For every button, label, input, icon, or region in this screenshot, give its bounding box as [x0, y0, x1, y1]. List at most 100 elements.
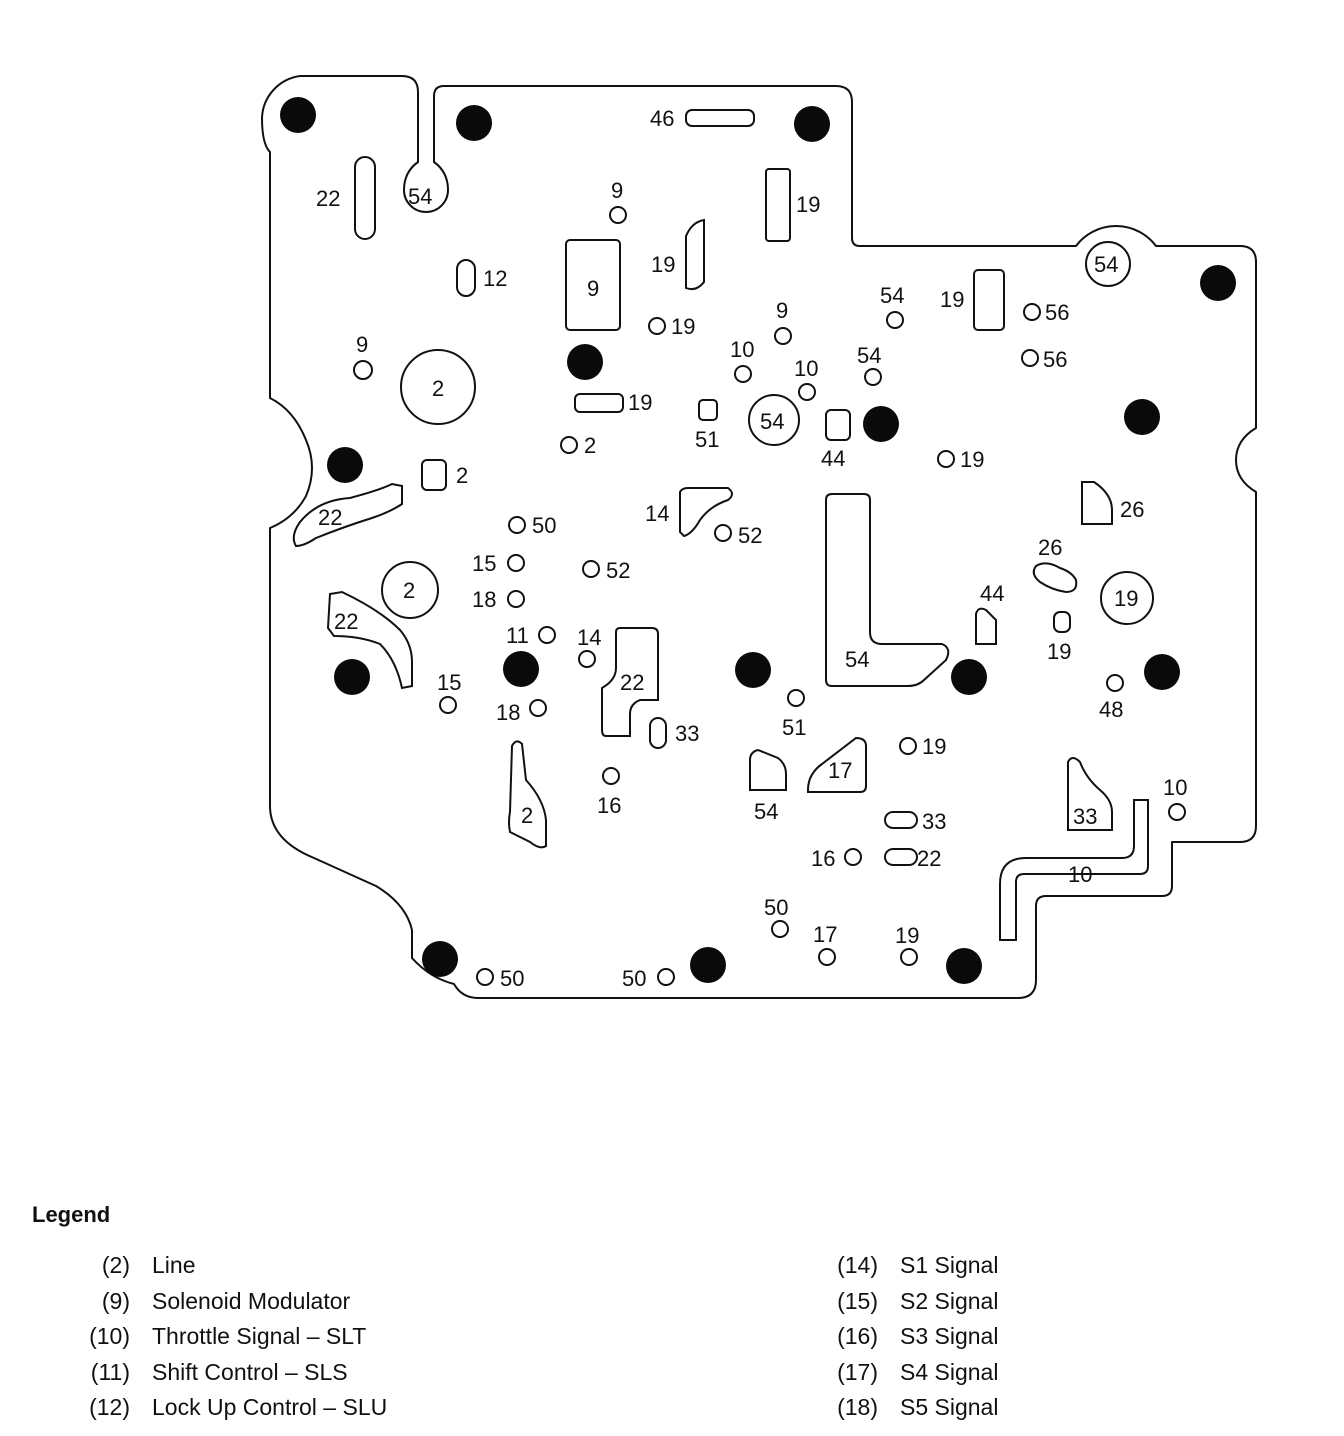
port-2-square [421, 459, 447, 491]
port-19 [899, 737, 917, 755]
legend-description: Throttle Signal – SLT [152, 1323, 367, 1349]
port-9-box [565, 239, 621, 331]
legend-description: Shift Control – SLS [152, 1358, 348, 1385]
port-17 [818, 948, 836, 966]
bolt-hole [327, 447, 363, 483]
label: 22 [620, 670, 644, 695]
port-11 [538, 626, 556, 644]
label: 18 [472, 587, 496, 612]
port-26-kidney [1032, 562, 1078, 594]
label: 54 [857, 343, 881, 368]
port-22-slot [884, 848, 918, 866]
label: 2 [403, 578, 415, 603]
port-56 [1021, 349, 1039, 367]
label: 33 [1073, 804, 1097, 829]
label: 52 [606, 558, 630, 583]
label: 19 [895, 923, 919, 948]
label: 2 [432, 376, 444, 401]
port-15 [439, 696, 457, 714]
legend-number: (15) [837, 1287, 878, 1314]
label: 10 [1163, 775, 1187, 800]
port-54-L [825, 493, 950, 687]
legend-description: S4 Signal [900, 1358, 999, 1385]
port-33 [649, 717, 667, 749]
port-22-bend [326, 590, 413, 690]
label: 48 [1099, 697, 1123, 722]
port-33-shape [1067, 757, 1113, 831]
label: 54 [845, 647, 869, 672]
label: 11 [506, 623, 529, 648]
legend-description: S1 Signal [900, 1252, 999, 1278]
label: 9 [611, 178, 623, 203]
port-2-large [400, 349, 476, 425]
label: 9 [587, 276, 599, 301]
label: 17 [813, 922, 837, 947]
label: 19 [796, 192, 820, 217]
valve-body-diagram: 46 22 54 9 19 19 12 9 19 54 19 54 56 56 … [261, 75, 1257, 999]
label: 52 [738, 523, 762, 548]
bolt-hole [1144, 654, 1180, 690]
label: 54 [880, 283, 904, 308]
bolt-hole [1200, 265, 1236, 301]
port-9 [609, 206, 627, 224]
legend-description: S5 Signal [900, 1394, 999, 1420]
legend-number: (12) [89, 1394, 130, 1420]
port-19-rect [973, 269, 1005, 331]
port-52 [714, 524, 732, 542]
label: 54 [408, 184, 432, 209]
port-19-small [1053, 611, 1071, 633]
label: 9 [356, 332, 368, 357]
legend-number: (2) [101, 1252, 130, 1278]
port-14 [679, 487, 733, 538]
port-50 [476, 968, 494, 986]
label: 14 [577, 625, 601, 650]
port-16 [602, 767, 620, 785]
bolt-hole [503, 651, 539, 687]
label: 14 [645, 501, 669, 526]
label: 19 [922, 734, 946, 759]
ports [292, 109, 1186, 986]
bolt-hole [280, 97, 316, 133]
label: 19 [651, 252, 675, 277]
port-17 [807, 736, 867, 793]
label: 50 [764, 895, 788, 920]
bolt-hole [863, 406, 899, 442]
label: 18 [496, 700, 520, 725]
legend-column-right: (14) S1 Signal (15) S2 Signal (16) S3 Si… [828, 1252, 998, 1430]
label: 16 [597, 793, 621, 818]
port-46 [685, 109, 755, 127]
label: 19 [628, 390, 652, 415]
label: 19 [1114, 586, 1138, 611]
label: 22 [334, 609, 358, 634]
label: 54 [754, 799, 778, 824]
label: 51 [695, 427, 719, 452]
port-50 [657, 968, 675, 986]
port-2 [560, 436, 578, 454]
bolt-hole [422, 941, 458, 977]
legend-row: (11) Shift Control – SLS [78, 1359, 387, 1395]
plate-outline [261, 75, 1257, 999]
port-50 [771, 920, 789, 938]
label: 19 [940, 287, 964, 312]
bolt-hole [690, 947, 726, 983]
label: 44 [821, 446, 845, 471]
port-10 [798, 383, 816, 401]
port-18 [529, 699, 547, 717]
bolt-holes [280, 97, 1236, 984]
label: 50 [500, 966, 524, 991]
label: 50 [532, 513, 556, 538]
port-2-channel [508, 740, 547, 849]
port-33-slot [884, 811, 918, 829]
label: 15 [437, 670, 461, 695]
label: 54 [1094, 252, 1118, 277]
legend-number: (14) [837, 1252, 878, 1278]
label: 19 [960, 447, 984, 472]
label: 33 [922, 809, 946, 834]
label: 46 [650, 106, 674, 131]
label: 16 [811, 846, 835, 871]
bolt-hole [735, 652, 771, 688]
legend-row: (14) S1 Signal [828, 1252, 998, 1288]
port-10 [1168, 803, 1186, 821]
legend-number: (10) [89, 1323, 130, 1349]
port-22-slot [354, 156, 376, 240]
